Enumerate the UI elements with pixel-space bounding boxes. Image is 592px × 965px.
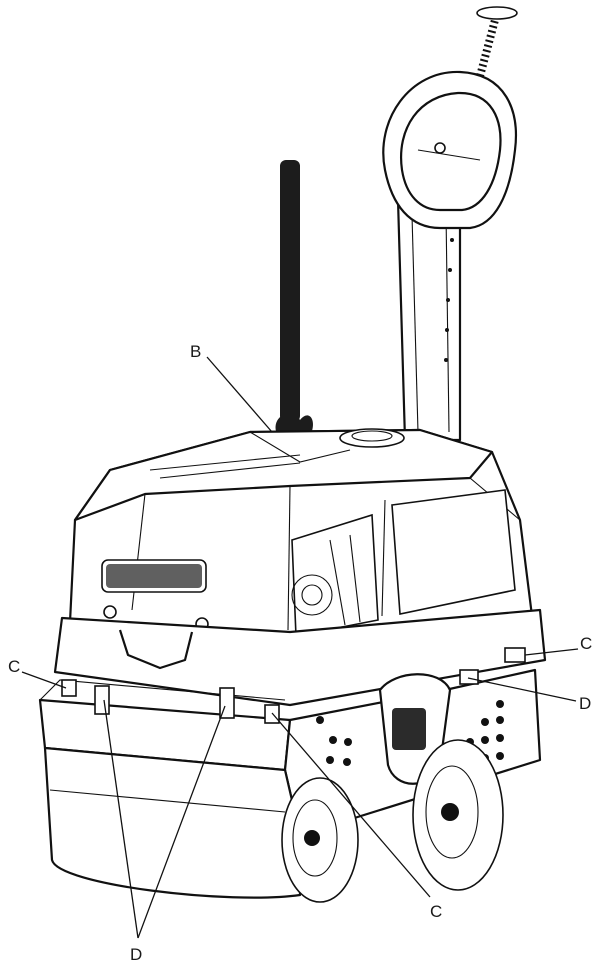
label-c-bottom: C — [430, 902, 442, 921]
label-d-bottom: D — [130, 945, 142, 964]
label-c-left: C — [8, 657, 20, 676]
frame-bolt-holes — [316, 700, 504, 766]
lifting-strap — [275, 160, 314, 448]
leader-lines — [21, 356, 579, 939]
mounting-points — [61, 647, 526, 724]
label-b: B — [190, 342, 201, 361]
front-drum — [43, 746, 359, 903]
label-d-right: D — [579, 694, 591, 713]
guide-handle — [382, 6, 518, 442]
label-c-right: C — [580, 634, 592, 653]
rear-drum — [412, 739, 504, 891]
